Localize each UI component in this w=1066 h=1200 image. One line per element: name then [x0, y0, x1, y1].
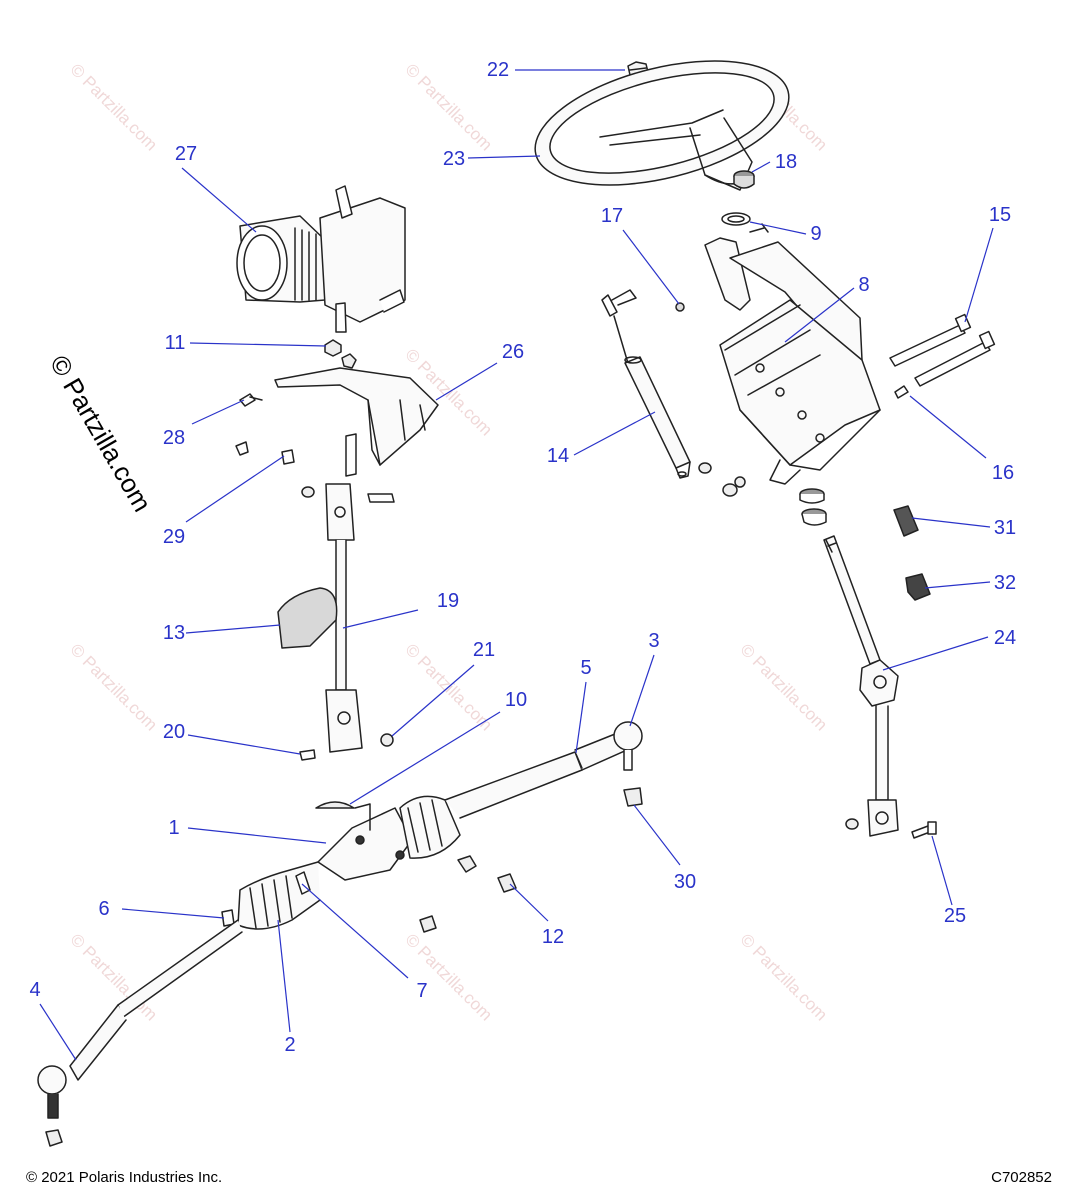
nut [698, 462, 712, 474]
callout-6: 6 [98, 898, 110, 920]
callout-25: 25 [943, 905, 967, 927]
part-5-jam-nut [575, 753, 583, 769]
callout-31: 31 [993, 517, 1017, 539]
callout-17: 17 [600, 205, 624, 227]
copyright-text: © 2021 Polaris Industries Inc. [26, 1169, 223, 1186]
part-27-power-steering-unit [236, 185, 406, 333]
callout-16: 16 [991, 462, 1015, 484]
callout-32: 32 [993, 572, 1017, 594]
callout-1: 1 [168, 817, 180, 839]
callout-3: 3 [648, 630, 660, 652]
callout-4: 4 [29, 979, 41, 1001]
callout-29: 29 [162, 526, 186, 548]
nut [845, 818, 859, 830]
part-2-rack-boot [237, 861, 321, 930]
part-24-intermediate-shaft [799, 488, 899, 837]
part-18-bushing [733, 170, 755, 189]
callout-26: 26 [501, 341, 525, 363]
part-30-nut [623, 787, 643, 807]
part-31-clip [893, 505, 919, 537]
part-13-cover [277, 587, 338, 649]
callout-2: 2 [284, 1034, 296, 1056]
diagram-code: C702852 [991, 1169, 1052, 1186]
callout-9: 9 [810, 223, 822, 245]
part-25-bolt [911, 821, 937, 839]
callout-12: 12 [541, 926, 565, 948]
part-17-nut [675, 302, 685, 312]
part-19-steering-shaft [301, 483, 395, 753]
callout-11: 11 [164, 332, 186, 354]
part-4-tie-rod-end [37, 919, 243, 1147]
callout-8: 8 [858, 274, 870, 296]
leader-lines [39, 69, 994, 1061]
part-26-bracket [274, 367, 439, 466]
part-29-bolt [281, 449, 295, 465]
part-10-boot-cap [315, 801, 355, 809]
part-23-steering-wheel [534, 60, 790, 191]
callout-14: 14 [546, 445, 570, 467]
callout-21: 21 [472, 639, 496, 661]
nut [341, 353, 357, 369]
callout-18: 18 [774, 151, 798, 173]
callout-19: 19 [436, 590, 460, 612]
nut [734, 476, 746, 488]
part-3-tie-rod-end [574, 721, 643, 771]
part-20-bolt [299, 749, 316, 761]
bolt [235, 441, 249, 456]
callout-24: 24 [993, 627, 1017, 649]
callout-13: 13 [162, 622, 186, 644]
callout-22: 22 [486, 59, 510, 81]
callout-30: 30 [673, 871, 697, 893]
callout-20: 20 [162, 721, 186, 743]
nut [457, 855, 477, 873]
callout-27: 27 [174, 143, 198, 165]
callout-28: 28 [162, 427, 186, 449]
part-1-steering-rack [317, 751, 583, 881]
bolt [345, 433, 357, 477]
callout-23: 23 [442, 148, 466, 170]
part-21-nut [380, 733, 394, 747]
part-8-column-bracket [704, 237, 881, 485]
part-15-bolts [889, 313, 996, 387]
part-14-gas-strut [601, 289, 691, 479]
part-12-nut [497, 873, 517, 893]
callout-15: 15 [988, 204, 1012, 226]
part-28-bolt [239, 393, 256, 407]
callout-5: 5 [580, 657, 592, 679]
nut [419, 915, 437, 933]
part-9-ring [721, 212, 751, 226]
callout-7: 7 [416, 980, 428, 1002]
nut [722, 483, 738, 497]
part-11-nut [324, 339, 342, 357]
part-16-bolt [894, 385, 909, 399]
part-32-clip [905, 573, 931, 601]
callout-10: 10 [504, 689, 528, 711]
